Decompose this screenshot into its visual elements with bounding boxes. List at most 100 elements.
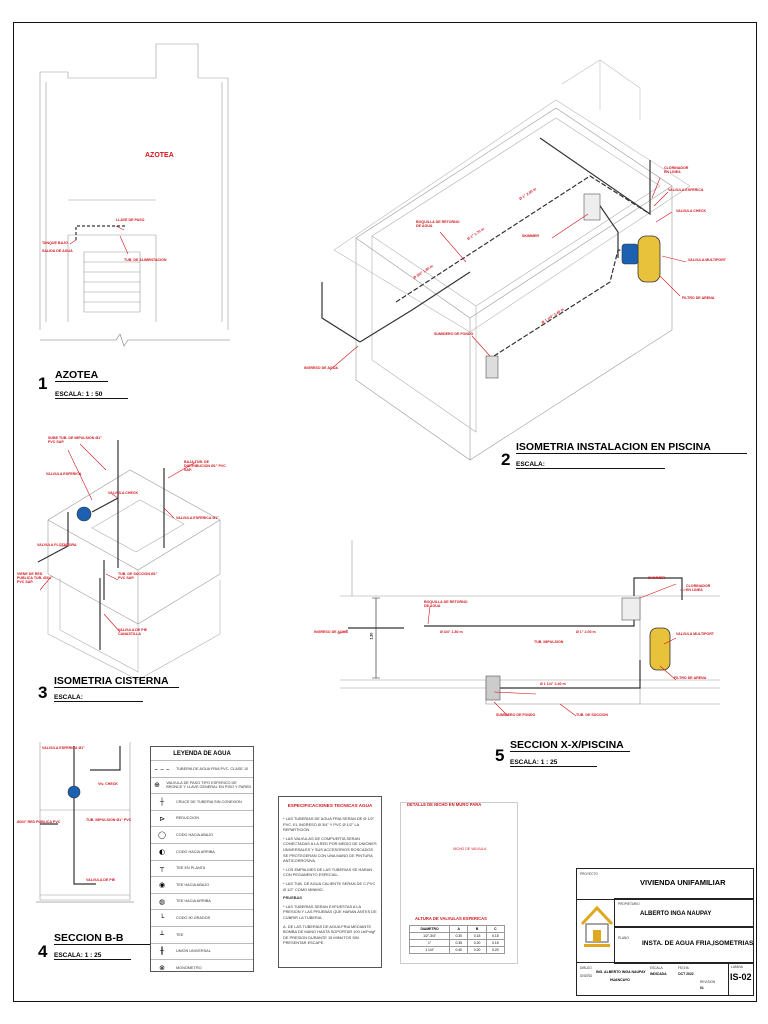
pool-top-pipe [539,137,651,216]
cistern-note-pie: VALVULA DE PIE CANASTILLA [118,628,148,637]
cistern-note-succion: TUB. DE SUCCION Ø1" PVC SAP. [118,572,158,581]
tee-up-icon: ◍ [158,897,166,906]
view-2-number: 2 [501,450,511,469]
bb-note-red: Ø3/4" RED PUBLICA PVC [17,820,61,824]
xx-note-skimmer: SKIMMER [648,576,665,580]
view-5-scale: ESCALA: 1 : 25 [510,759,598,767]
leader-lines-xx [337,583,686,717]
pool-note-valvula-check: VALVULA CHECK [676,209,707,213]
view-1-title: AZOTEA [55,369,109,382]
table-cell: 0.15 [485,939,506,947]
xx-filter-tank [649,627,671,671]
leader-lines-cistern [39,443,197,633]
spec-paragraph: * LAS VALVULAS DE COMPUERTA SERAN CONECT… [283,835,377,864]
legend-text: TEE HACIA ARRIBA [176,899,211,904]
tb-plan-label: PLANO [618,936,629,940]
azotea-note-3: LLAVE DE PASO [116,218,145,222]
xx-height-dim: 1.20 [369,632,374,640]
table-header: B [467,925,487,933]
table-cell: 0.35 [449,939,469,947]
bb-note-tub: TUB. IMPULSION Ø1" PVC [86,818,132,822]
azotea-break-line [40,333,230,347]
pool-deck [333,99,691,333]
xx-note-multiport: VALVULA MULTIPORT [676,632,714,636]
leader-lines-azotea [69,225,129,255]
cistern-note-sube: SUBE TUB. DE IMPULSION Ø1" PVC SAP. [48,436,102,445]
view-4-number: 4 [38,942,48,961]
legend-text: TUBERIA DE AGUA FRIA PVC. CLASE 10 [176,766,249,771]
dimension-line-xx [372,597,380,679]
elbow-90-icon: └ [159,914,165,923]
spec-paragraph: * LOS EMPALMES DE LAS TUBERIAS SE HARAN … [283,866,373,878]
azotea-pipe [75,225,126,240]
logo-house-icon [580,905,614,947]
water-legend: LEYENDA DE AGUA – – – TUBERIA DE AGUA FRI… [150,746,254,972]
tee-icon: ┴ [159,930,165,939]
table-cell: 0.20 [485,946,506,954]
azotea-plan-outline [39,43,229,330]
view-5-title: SECCION X-X/PISCINA [510,739,630,752]
table-cell: 0.15 [485,932,506,940]
cistern-note-check: VALVULA CHECK [108,491,139,495]
table-header: C [485,925,506,933]
legend-text: VALVULA DE PASO TIPO ESFERICO DE BRONCE … [166,781,252,790]
tb-date-value: OCT 2022 [678,972,694,976]
view-2-scale: ESCALA: [516,461,665,469]
tb-scale-label: ESCALA [650,966,663,970]
detail-inner-note: NICHO DE VALVULA [453,847,487,851]
pool-note-valvula-esferica: VALVULA ESFERICA [668,188,704,192]
pool-side-pipe [595,199,619,258]
cistern-note-flotadora: VALVULA FLOTADORA [37,543,77,547]
legend-row: ◐ CODO HACIA ARRIBA [151,842,253,860]
pipe-line-icon: – – – [154,764,170,773]
pool-note-valvula-multiport: VALVULA MULTIPORT [688,258,726,262]
legend-row: ⊳REDUCCION [151,809,253,827]
tb-revision-value: 01 [700,986,704,990]
pool-skimmer [583,193,601,221]
spec-paragraph: * LAS TUBERIAS DE AGUA FRIA SERAN DE Ø 1… [283,816,375,833]
azotea-note-2: SALIDA DE AGUA [42,249,73,253]
view-5-number: 5 [495,746,505,765]
legend-text: CODO HACIA ARRIBA [176,849,215,854]
spec-paragraph: A. DE LAS TUBERIAS DE AGUA FRIA MEDIANTE… [283,923,376,946]
xx-note-succion: TUB. DE SUCCION [576,713,608,717]
specs-paragraphs: * LAS TUBERIAS DE AGUA FRIA SERAN DE Ø 1… [283,816,377,946]
legend-text: TEE [176,932,184,937]
elbow-down-icon: ◯ [158,831,166,840]
bb-pipe-1 [73,746,96,885]
table-cell: 1" [408,939,451,947]
tee-down-icon: ◉ [158,880,166,889]
pool-note-boquilla: BOQUILLA DE RETORNO DE AGUA [416,220,460,229]
table-header: DIAMETRO [408,925,451,933]
niche-detail: DETALLE DE NICHO EN MURO PARA NICHO DE V… [400,802,518,964]
table-header: A [449,925,469,933]
pool-note-skimmer: SKIMMER [522,234,539,238]
legend-row: └CODO 90 GRADOS [151,909,253,926]
leader-lines-pool [329,177,687,371]
legend-row: ◯CODO HACIA ABAJO [151,826,253,843]
legend-title: LEYENDA DE AGUA [173,751,231,757]
xx-dim-1: Ø 3/4" 1.80 m [440,630,463,634]
tb-owner-cell [614,898,754,928]
pool-note-clorinador: CLORINADOR EN LINEA [664,166,689,175]
pool-building [561,59,641,120]
xx-top-pipe [633,577,683,600]
tb-owner-value: ALBERTO INGA NAUPAY [640,911,712,917]
pool-outline-walls [355,186,673,461]
cistern-note-esferica-2: VALVULA ESFERICA Ø1" [176,516,219,520]
legend-text: REDUCCION [176,816,199,821]
bb-note-check: Vlv. CHECK [98,782,118,786]
tb-plan-cell [614,926,754,964]
legend-row: ┼CRUCE DE TUBERIA SIN CONEXION [151,793,253,810]
elbow-up-icon: ◐ [158,847,166,856]
xx-note-boquilla: BOQUILLA DE RETORNO DE AGUA [424,600,468,609]
pool-note-ingreso: INGRESO DE AGUA [304,366,339,370]
table-cell: 1/2"-3/4" [408,932,451,940]
pool-note-filtro: FILTRO DE ARENA [682,296,715,300]
cistern-impulsion-pipe [91,440,119,600]
xx-return-pipe [424,606,635,627]
xx-note-ingreso: INGRESO DE AGUA [314,630,349,634]
view-4-scale: ESCALA: 1 : 25 [54,952,132,960]
view-3-title: ISOMETRIA CISTERNA [54,675,179,688]
